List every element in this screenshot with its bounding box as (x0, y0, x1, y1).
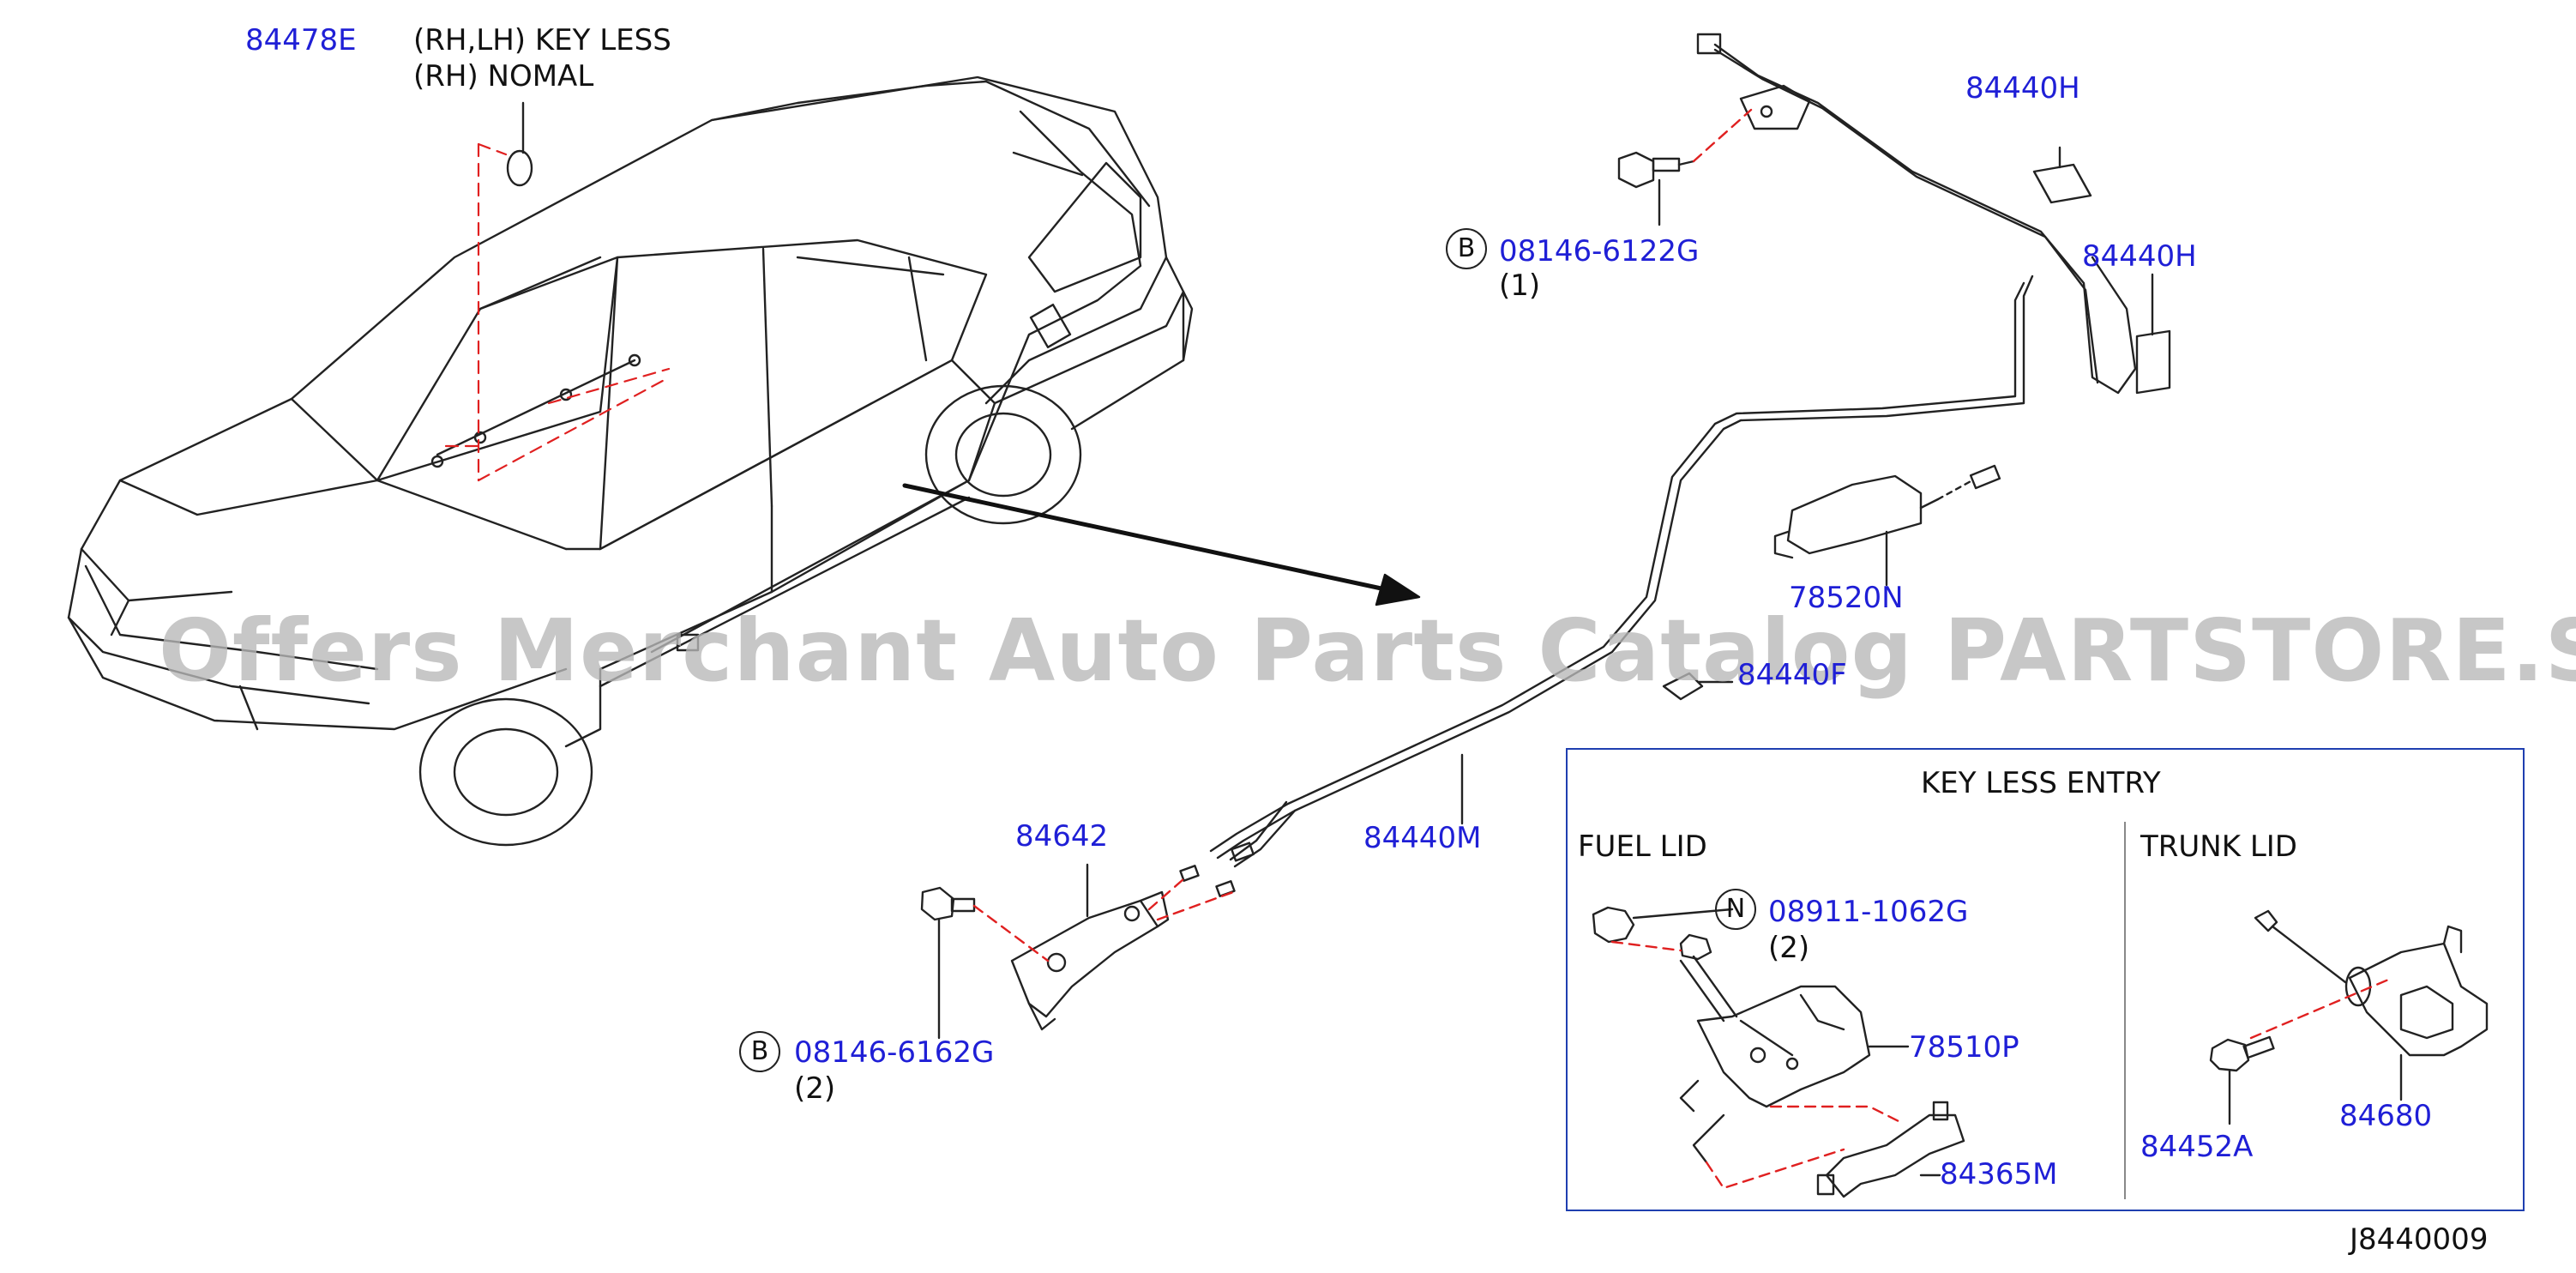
quantity-6122G: (1) (1499, 268, 1541, 303)
grommet-84478E[interactable] (506, 149, 533, 187)
part-number-78510P[interactable]: 78510P (1909, 1030, 2019, 1065)
keyless-entry-inset (1566, 748, 2525, 1211)
opener-cable-84440M[interactable] (1209, 43, 2137, 868)
part-number-84440F[interactable]: 84440F (1737, 658, 1847, 692)
part-number-84440H-b[interactable]: 84440H (2082, 239, 2197, 274)
part-number-84440H-a[interactable]: 84440H (1965, 71, 2080, 106)
quantity-6162G: (2) (794, 1071, 836, 1106)
car-leader-lines (444, 142, 671, 482)
car-illustration (67, 75, 1194, 847)
pad-84440H-a[interactable] (2032, 163, 2092, 204)
trunk-lid-heading: TRUNK LID (2140, 830, 2297, 864)
bracket-84365M[interactable] (1816, 1101, 1965, 1198)
marker-n-1062G: N (1715, 889, 1756, 930)
inset-title: KEY LESS ENTRY (1921, 766, 2161, 800)
part-number-84478E[interactable]: 84478E (245, 23, 357, 57)
pad-84440H-b[interactable] (2135, 329, 2171, 395)
fuel-lid-actuator-78510P[interactable] (1679, 955, 1871, 1164)
marker-b-6122G: B (1446, 228, 1487, 269)
nut-08911-1062G[interactable] (1592, 906, 1635, 944)
clip-84440F[interactable] (1662, 672, 1704, 701)
part-number-84642[interactable]: 84642 (1015, 819, 1109, 854)
bolt-08146-6122G[interactable] (1617, 151, 1695, 189)
part-number-08146-6122G[interactable]: 08146-6122G (1499, 234, 1700, 268)
actuator-78520N[interactable] (1773, 464, 2001, 559)
part-number-08911-1062G[interactable]: 08911-1062G (1768, 895, 1969, 929)
quantity-1062G: (2) (1768, 931, 1810, 965)
cable-bracket-top (1739, 84, 1811, 130)
part-number-84680[interactable]: 84680 (2339, 1099, 2433, 1133)
bracket-84642[interactable] (1010, 890, 1170, 1031)
part-number-84452A[interactable]: 84452A (2140, 1130, 2254, 1164)
marker-b-6162G: B (739, 1031, 780, 1072)
bolt-84452A[interactable] (2209, 1035, 2275, 1072)
cable-connector-top (1696, 33, 1722, 55)
part-number-78520N[interactable]: 78520N (1789, 581, 1904, 615)
inset-divider (2124, 822, 2126, 1199)
part-number-08146-6162G[interactable]: 08146-6162G (794, 1035, 995, 1070)
part-number-84365M[interactable]: 84365M (1940, 1157, 2058, 1192)
bolt-08146-6162G[interactable] (920, 886, 976, 921)
diagram-code: J8440009 (2350, 1222, 2489, 1257)
note-keyless: (RH,LH) KEY LESS (413, 23, 671, 57)
note-normal: (RH) NOMAL (413, 59, 594, 94)
fuel-lid-heading: FUEL LID (1578, 830, 1707, 864)
part-number-84440M[interactable]: 84440M (1363, 821, 1482, 855)
detail-arrow (902, 483, 1421, 606)
